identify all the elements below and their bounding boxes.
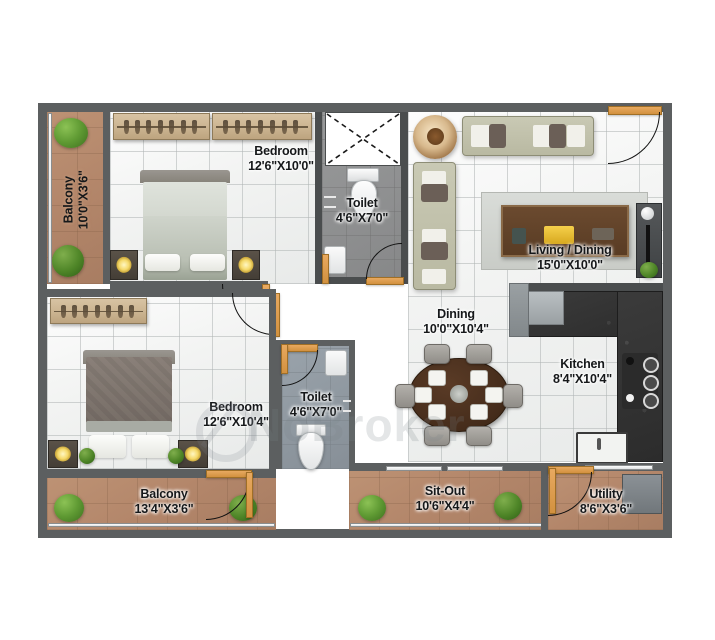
sit-out-railing	[350, 523, 544, 527]
wardrobe-bedroom-top-left	[113, 113, 210, 140]
plant-icon-sit-out-1	[358, 495, 386, 521]
door-balcony-bottom-jamb	[246, 472, 253, 518]
bedroom-bottom-wall-right	[269, 289, 276, 469]
dining-plate-2	[470, 370, 488, 386]
washing-machine-utility	[622, 474, 662, 514]
toilet-bottom-wall-top	[276, 340, 355, 346]
balcony-bottom-railing	[48, 523, 275, 527]
kitchen-burner-3	[643, 393, 659, 409]
shaft-cross-icon	[326, 113, 400, 165]
bedroom-bottom-wall-top	[47, 289, 276, 297]
kitchen-knob-1	[626, 357, 634, 365]
dining-chair-bottom-1	[424, 426, 450, 446]
kitchen-sink	[576, 432, 628, 464]
plant-icon-balcony-top-1	[54, 118, 88, 148]
dining-plate-1	[428, 370, 446, 386]
plant-icon-balcony-top-2	[52, 245, 84, 277]
door-toilet-bottom-jamb	[281, 344, 288, 374]
toilet-top-wall-right	[401, 112, 408, 284]
dining-chair-right	[503, 384, 523, 408]
wc-icon-top	[351, 180, 377, 218]
wc-icon-bottom	[298, 432, 324, 470]
towel-rail-bottom	[343, 400, 351, 402]
bed-bedroom-top	[140, 170, 230, 280]
sofa-living-left	[413, 162, 456, 290]
sit-out-window-2	[447, 466, 503, 471]
dining-plate-4	[485, 387, 503, 403]
nightstand-bedroom-bottom-left	[48, 440, 78, 468]
dining-chair-top-1	[424, 344, 450, 364]
bedroom-top-south-wall	[110, 281, 268, 289]
washbasin-bottom	[325, 350, 347, 376]
balcony-bottom-wall-top	[38, 469, 276, 478]
plant-icon-bedroom-bottom-2	[168, 448, 184, 464]
dining-chair-bottom-2	[466, 426, 492, 446]
outer-wall-left	[38, 103, 47, 538]
toilet-bottom-wall-left	[276, 340, 282, 469]
wardrobe-bedroom-bottom	[50, 298, 147, 324]
bed-bedroom-bottom	[83, 350, 175, 465]
outer-wall-top	[38, 103, 672, 112]
towel-rail-top	[324, 196, 336, 198]
decor-books-coffee-table	[544, 226, 574, 244]
plant-icon-bedroom-bottom-1	[79, 448, 95, 464]
decor-sphere-entry	[641, 207, 654, 220]
kitchen-tap-icon	[597, 438, 601, 450]
dining-plate-6	[470, 404, 488, 420]
nightstand-bedroom-top-right	[232, 250, 260, 280]
balcony-top-partition-wall	[103, 112, 110, 284]
towel-rail-top-2	[324, 206, 336, 208]
dining-centerpiece	[450, 385, 468, 403]
plant-icon-sit-out-2	[494, 492, 522, 520]
toilet-top-wall-bottom	[315, 277, 408, 284]
towel-rail-bottom-2	[343, 410, 351, 412]
outer-wall-right	[663, 103, 672, 538]
corridor-wall-segment	[269, 289, 276, 341]
kitchen-ledge	[509, 283, 529, 337]
watermark-logo-icon	[196, 402, 256, 462]
wardrobe-bedroom-top-right	[212, 113, 312, 140]
outer-wall-bottom	[38, 529, 672, 538]
utility-window	[585, 465, 653, 470]
decor-vase-coffee-table	[512, 228, 526, 244]
dining-chair-top-2	[466, 344, 492, 364]
mirror-entry	[646, 225, 650, 271]
dining-plate-5	[428, 404, 446, 420]
dining-chair-left	[395, 384, 415, 408]
door-toilet-top-jamb	[322, 254, 329, 284]
kitchen-knob-2	[626, 394, 634, 402]
decor-tray-coffee-table	[592, 228, 614, 240]
dining-plate-3	[414, 387, 432, 403]
toilet-top-wall-left	[315, 112, 322, 284]
plant-icon-entry	[640, 262, 658, 278]
kitchen-burner-1	[643, 357, 659, 373]
plant-icon-balcony-bottom-1	[54, 494, 84, 522]
toilet-bottom-wall-right	[349, 340, 355, 469]
utility-wall-left	[541, 463, 548, 530]
nightstand-bedroom-top-left	[110, 250, 138, 280]
decor-bowl-living	[427, 128, 444, 145]
door-utility-jamb	[549, 468, 556, 514]
balcony-top-railing	[48, 113, 52, 283]
kitchen-burner-2	[643, 375, 659, 391]
sit-out-window-1	[386, 466, 442, 471]
sofa-living-top	[462, 116, 594, 156]
kitchen-wall-top	[516, 283, 663, 291]
